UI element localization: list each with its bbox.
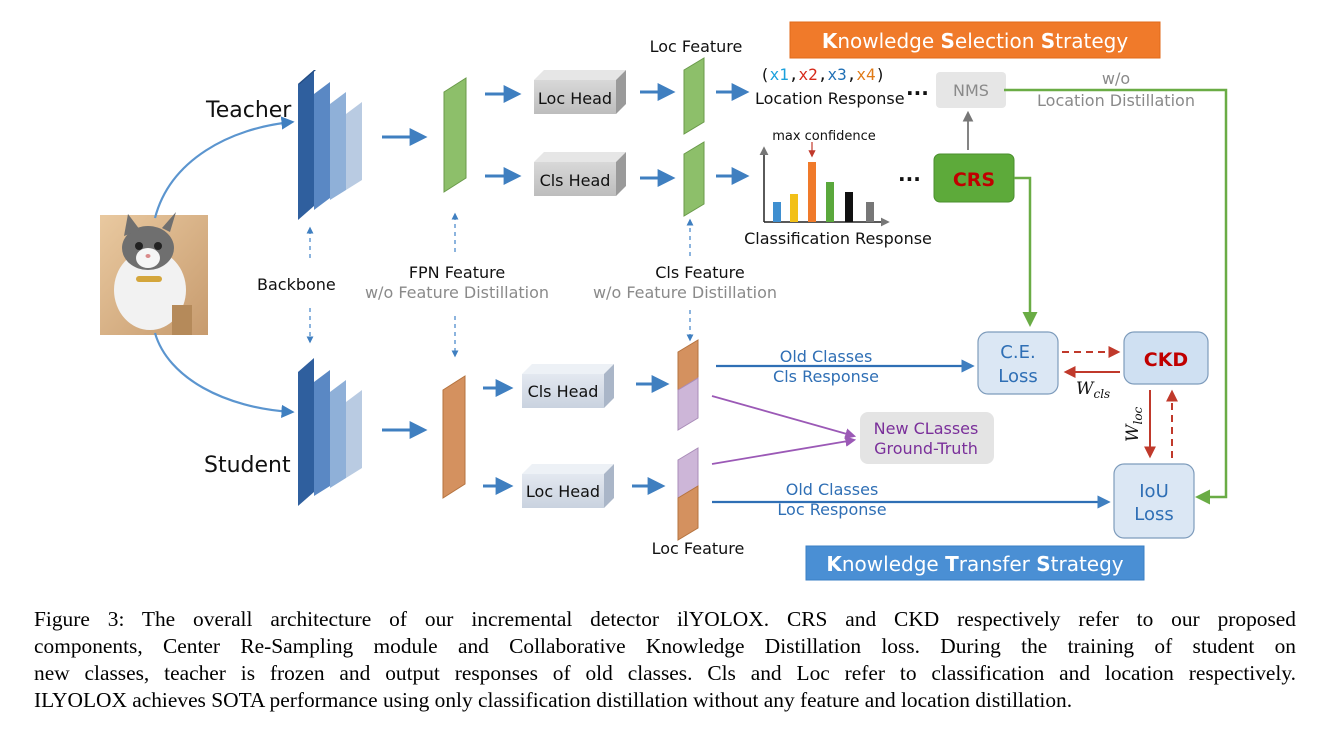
arrow-image-to-student [153,332,295,418]
response-bar [826,182,834,222]
knowledge-transfer-strategy-text: Knowledge Transfer Strategy [826,552,1123,576]
response-bar [773,202,781,222]
loc-head-teacher-label: Loc Head [538,89,612,108]
student-fpn-feature [442,375,466,499]
iou-loss-label-2: Loss [1134,504,1173,525]
max-confidence-label: max confidence [772,129,876,144]
cls-head-student [522,364,614,408]
nms-label: NMS [953,81,989,100]
wo-label: w/o [1102,69,1130,88]
caption-line-1: Figure 3: The overall architecture of ou… [34,607,1296,631]
new-classes-label-2: Ground-Truth [874,439,978,458]
dots-classification: ··· [898,167,921,191]
response-bar [866,202,874,222]
loc-head-teacher [534,70,626,114]
knowledge-selection-strategy-banner [789,21,1161,59]
response-bar [808,162,816,222]
teacher-loc-feature [683,57,705,135]
cls-head-student-label: Cls Head [528,382,599,401]
location-distillation-label: Location Distillation [1037,91,1195,110]
student-loc-feature-old [677,485,699,541]
old-classes-cls-label-1: Old Classes [780,347,873,366]
cls-wo-feature-distillation-label: w/o Feature Distillation [593,283,777,302]
ce-loss-box [977,331,1059,395]
backbone-label: Backbone [257,275,336,294]
arrow-crs-to-ce-loss [1014,176,1038,327]
student-backbone [298,358,362,506]
caption-line-2: components, Center Re-Sampling module an… [34,634,1296,658]
loc-head-student [522,464,614,508]
arrow-loc-new-to-gt [711,436,857,465]
classification-response-label: Classification Response [744,229,932,248]
arrow-image-to-teacher [153,116,295,219]
cls-head-teacher [534,152,626,196]
old-classes-loc-label-2: Loc Response [777,500,886,519]
student-label: Student [204,453,291,478]
fpn-feature-label: FPN Feature [409,263,505,282]
caption-line-3: new classes, teacher is frozen and outpu… [34,661,1296,685]
old-classes-cls-label-2: Cls Response [773,367,879,386]
caption-line-4: ILYOLOX achieves SOTA performance using … [34,688,1073,712]
crs-label: CRS [953,169,995,191]
dots-location: ··· [906,81,929,105]
cls-head-teacher-label: Cls Head [540,171,611,190]
knowledge-transfer-strategy-banner [805,545,1145,581]
ckd-label: CKD [1144,349,1188,371]
ckd-box [1123,331,1209,385]
figure-caption: Figure 3: The overall architecture of ou… [34,606,1296,714]
new-classes-label-1: New CLasses [874,419,979,438]
iou-loss-label-1: IoU [1139,481,1169,502]
w-loc-label: Wloc [1123,406,1145,442]
fpn-wo-feature-distillation-label: w/o Feature Distillation [365,283,549,302]
classification-response-chart [759,142,890,227]
w-cls-label: Wcls [1076,379,1110,401]
coordinates-label: (x1,x2,x3,x4) [760,65,885,84]
cls-feature-label: Cls Feature [655,263,745,282]
location-response-label: Location Response [755,89,905,108]
old-classes-loc-label-1: Old Classes [786,480,879,499]
arrow-cls-new-to-gt [711,395,857,439]
loc-head-student-label: Loc Head [526,482,600,501]
nms-box [936,72,1006,108]
new-classes-ground-truth-box [860,412,994,464]
ce-loss-label-2: Loss [998,366,1037,387]
teacher-backbone [298,70,362,220]
response-bar [845,192,853,222]
teacher-cls-feature [683,141,705,217]
loc-feature-label-bottom: Loc Feature [652,539,745,558]
response-bar [790,194,798,222]
architecture-diagram: Teacher Student Backbone FPN Feature w/o… [100,21,1228,581]
arrow-nms-to-iou-loss [1004,88,1228,505]
teacher-fpn-feature [443,77,467,193]
iou-loss-box [1113,463,1195,539]
knowledge-selection-strategy-text: Knowledge Selection Strategy [822,29,1129,53]
loc-feature-label-top: Loc Feature [650,37,743,56]
input-image [100,212,208,335]
student-cls-feature-new [677,377,699,431]
teacher-label: Teacher [205,98,292,123]
ce-loss-label-1: C.E. [1000,342,1035,363]
